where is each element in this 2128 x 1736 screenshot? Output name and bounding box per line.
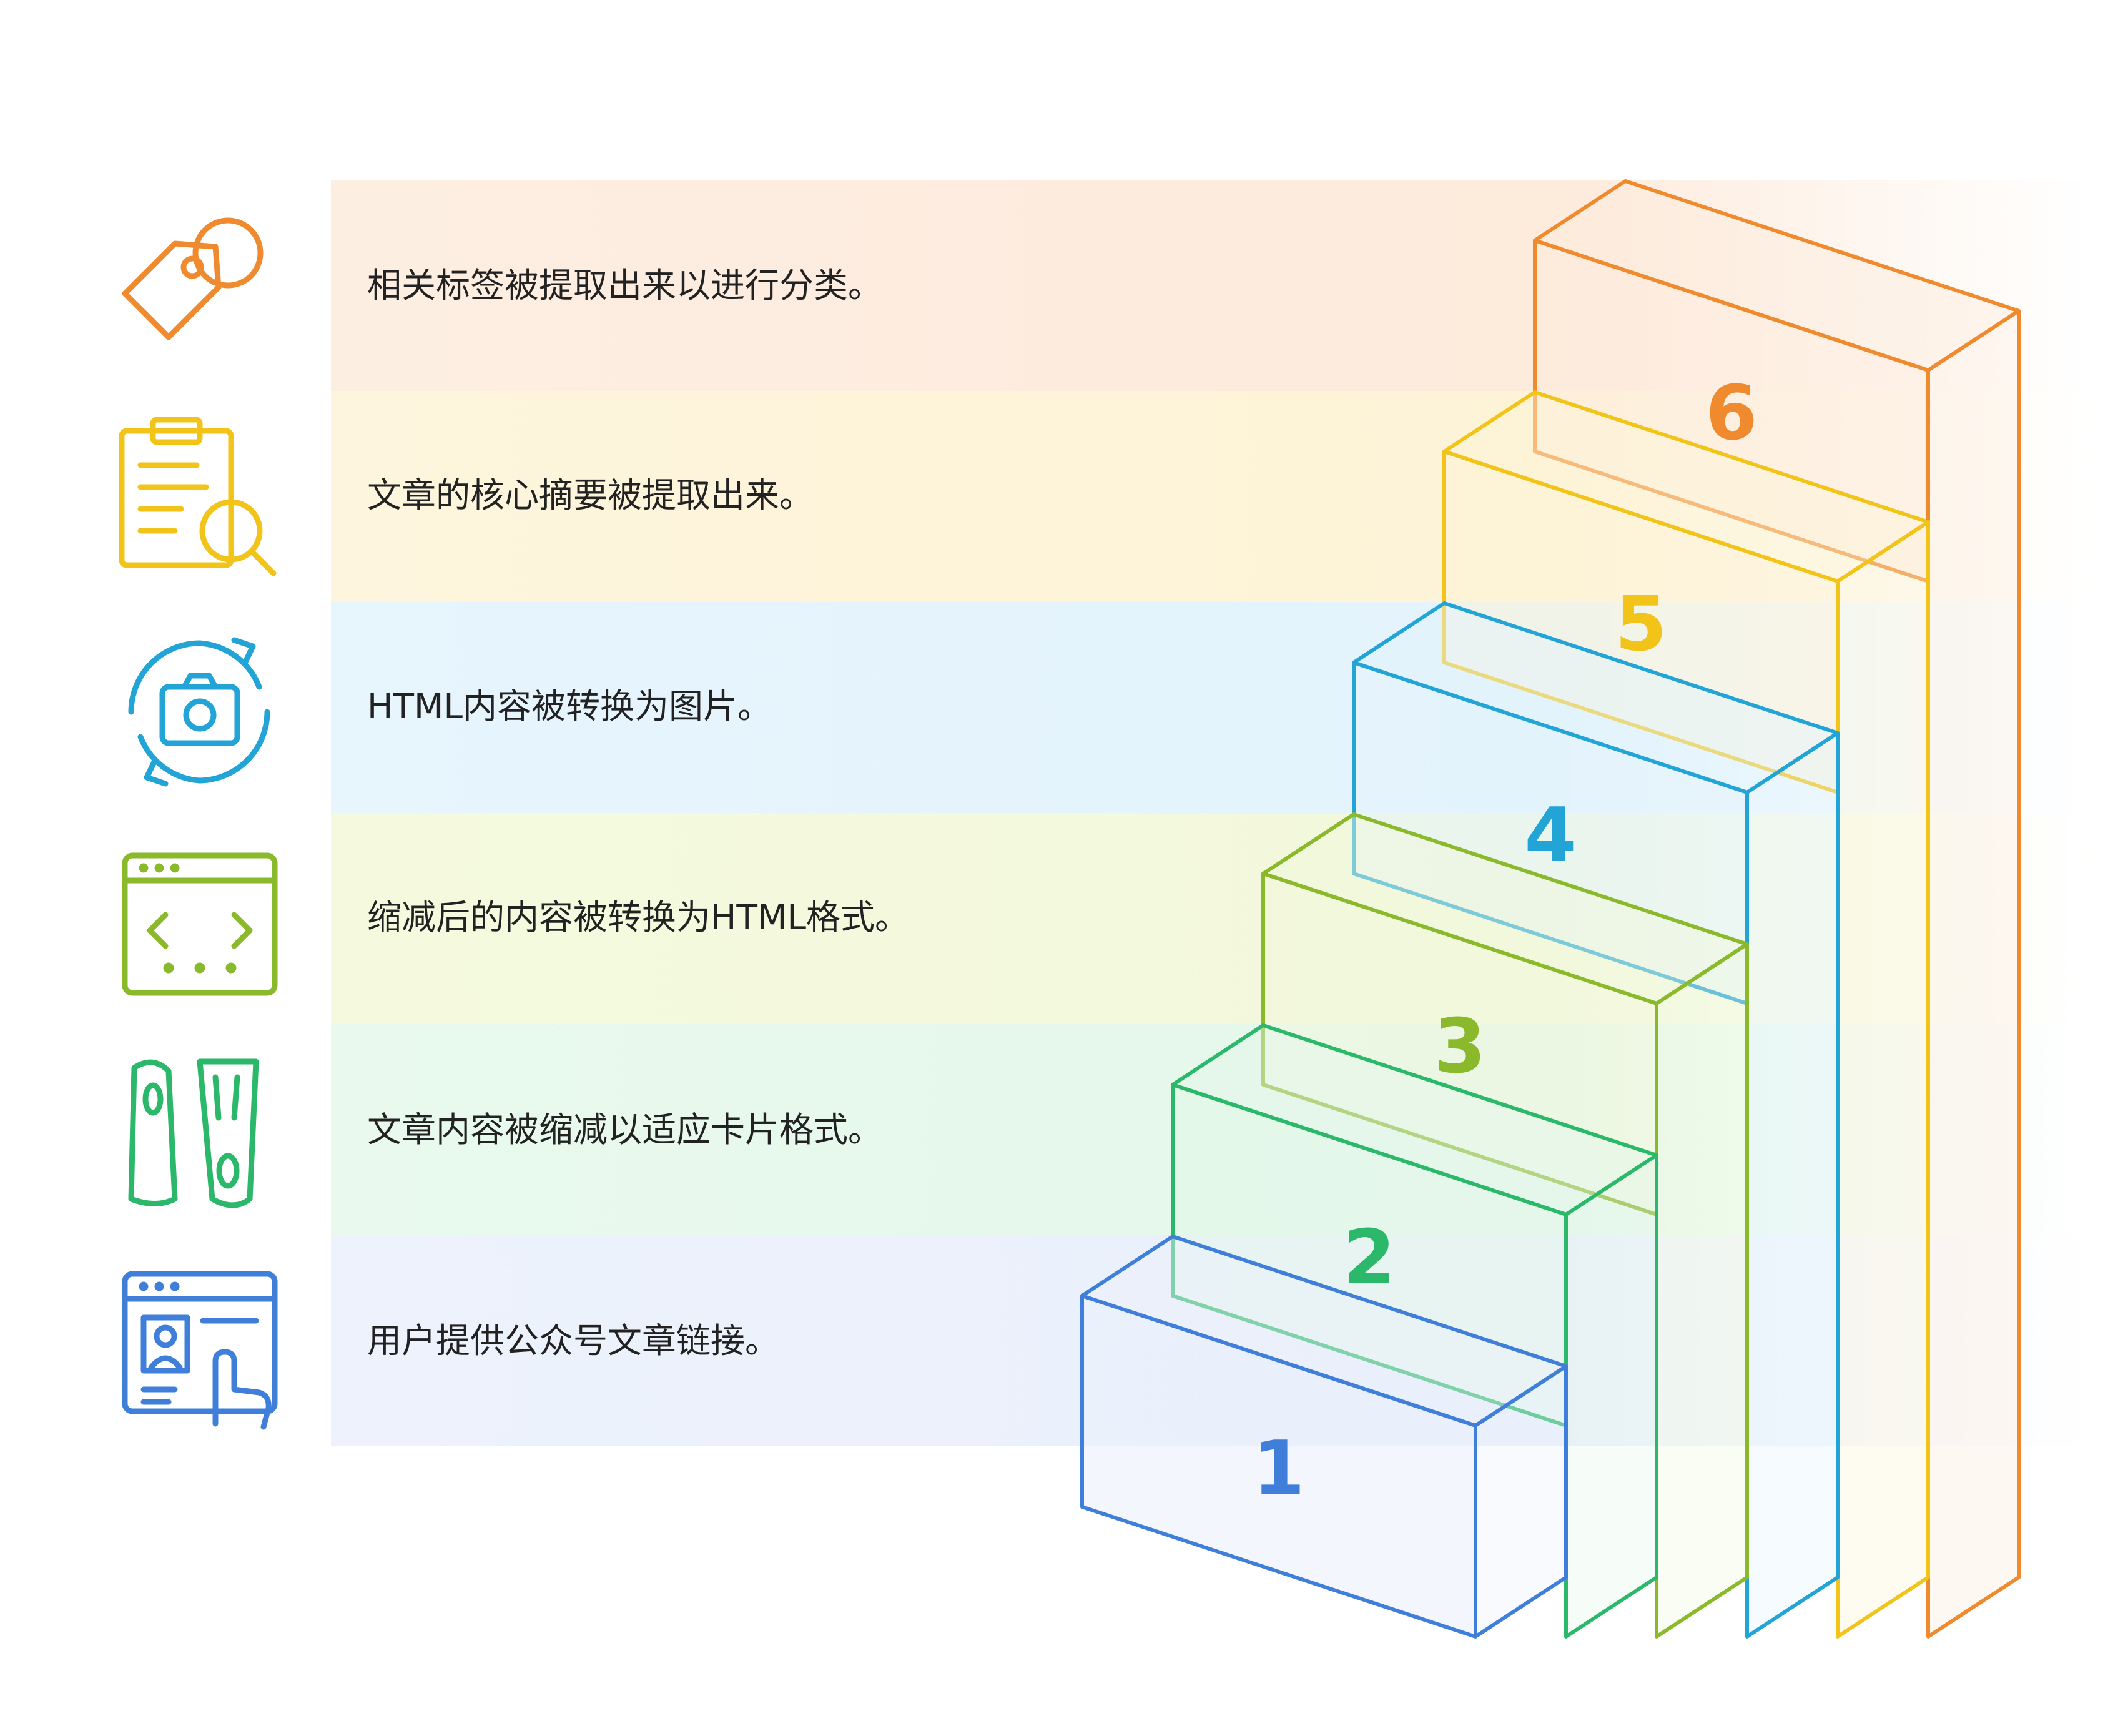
step-2-side-face <box>1564 1153 1658 1639</box>
step-4-number: 4 <box>1524 792 1577 879</box>
step-3-block: 3 <box>1261 812 1749 1639</box>
camera-refresh-icon <box>128 637 270 787</box>
step-6-side-face <box>1926 308 2021 1639</box>
step-3-number: 3 <box>1434 1004 1486 1090</box>
step-4-block: 4 <box>1352 601 1840 1639</box>
step-6-label: 相关标签被提取出来以进行分类。 <box>367 265 883 305</box>
step-1-number: 1 <box>1253 1426 1305 1512</box>
step-6-block: 6 <box>1533 179 2021 1639</box>
step-5-block: 5 <box>1442 390 1930 1639</box>
code-window-icon <box>122 852 278 996</box>
step-5-label: 文章的核心摘要被提取出来。 <box>367 475 814 515</box>
step-3-label: 缩减后的内容被转换为HTML格式。 <box>367 897 910 937</box>
step-6-number: 6 <box>1705 370 1758 457</box>
step-2-number: 2 <box>1343 1215 1396 1301</box>
step-1-block: 1 <box>1080 1235 1568 1639</box>
cards-compress-icon <box>128 1058 259 1208</box>
profile-click-icon <box>122 1271 278 1430</box>
step-3-side-face <box>1655 942 1749 1639</box>
step-1-label: 用户提供公众号文章链接。 <box>367 1321 780 1361</box>
step-2-block: 2 <box>1171 1023 1658 1639</box>
band-step-3 <box>331 813 2092 1024</box>
step-4-label: HTML内容被转换为图片。 <box>367 686 772 726</box>
clipboard-search-icon <box>119 417 277 576</box>
tag-icon <box>122 217 264 340</box>
step-4-side-face <box>1745 731 1840 1639</box>
step-2-label: 文章内容被缩减以适应卡片格式。 <box>367 1110 883 1150</box>
step-1-side-face <box>1474 1364 1568 1639</box>
step-5-side-face <box>1836 520 1930 1639</box>
step-5-number: 5 <box>1615 581 1667 668</box>
